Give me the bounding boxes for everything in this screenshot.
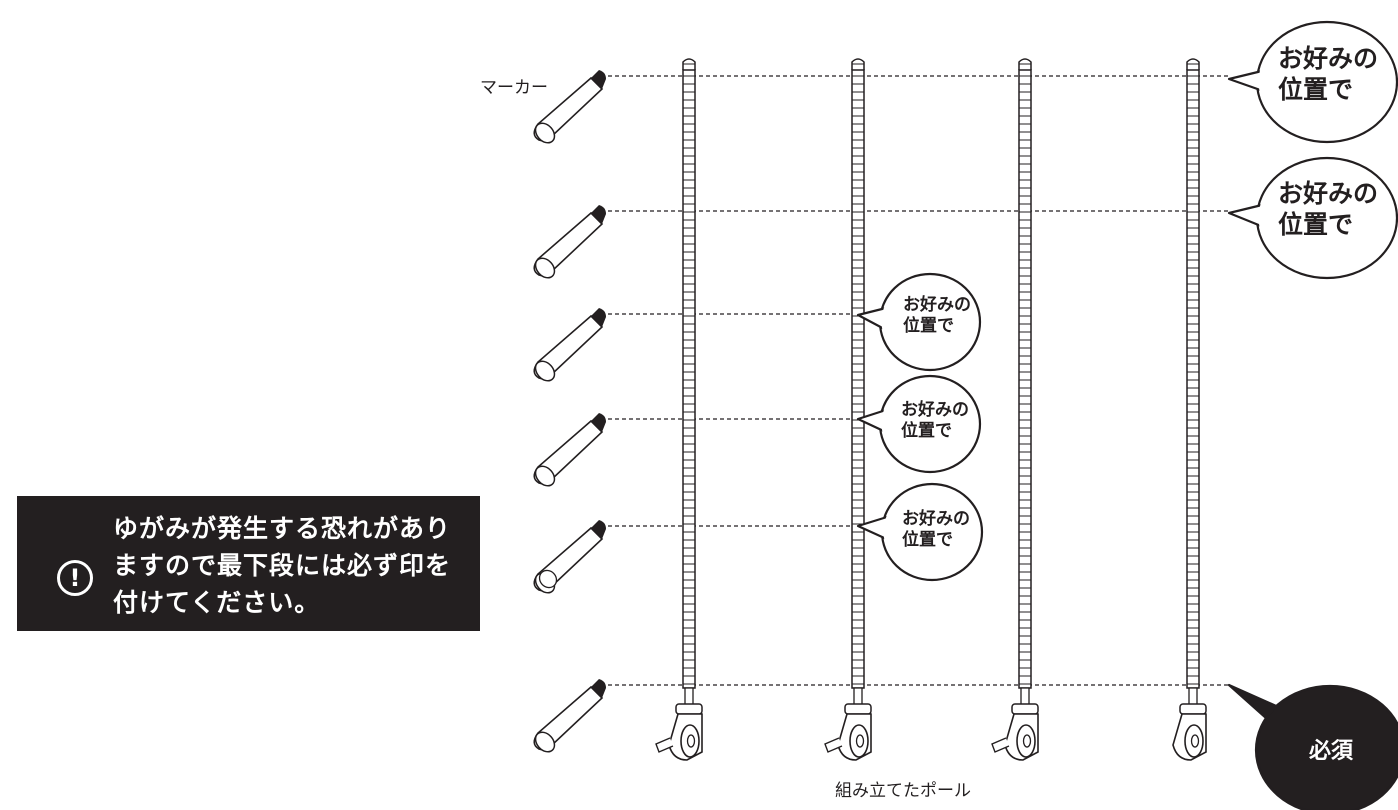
caster-hub <box>1190 734 1200 748</box>
marker-label: マーカー <box>480 78 548 98</box>
caster-mount <box>1011 703 1039 715</box>
marker-tip <box>591 413 606 432</box>
bubble-line2: 位置で <box>1278 75 1354 105</box>
bubble-text-top: お好みの 位置で <box>1278 43 1378 106</box>
bubble-fill <box>1257 687 1398 810</box>
pole-grooves <box>1187 70 1199 688</box>
bubble-line1: お好みの <box>901 400 969 420</box>
warning-box: ! ゆがみが発生する恐れがあり ますので最下段には必ず印を 付けてください。 <box>17 496 480 631</box>
marker <box>533 679 606 753</box>
pole <box>1172 58 1207 761</box>
warning-line: ゆがみが発生する恐れがあり <box>113 514 452 543</box>
marker <box>533 413 606 487</box>
marking-lines <box>608 75 1228 686</box>
speech-bubble-fourth <box>856 374 982 474</box>
bubble-text-fourth: お好みの 位置で <box>901 400 969 443</box>
caster-hub <box>1022 734 1032 748</box>
speech-bubble-fifth <box>856 482 984 582</box>
bubble-fill <box>883 485 981 579</box>
caster-hub <box>855 734 865 748</box>
pole <box>655 58 703 761</box>
marker-end <box>534 465 556 487</box>
caster-brake-pedal <box>824 737 843 753</box>
caster-mount <box>844 703 872 715</box>
pole-grooves <box>852 70 864 688</box>
bubble-line1: お好みの <box>1278 44 1379 73</box>
bubble-line1: お好みの <box>1278 179 1379 208</box>
marker-end <box>534 122 556 144</box>
speech-bubble-top <box>1227 20 1398 144</box>
bubble-fill <box>1258 23 1396 141</box>
markers <box>533 70 606 753</box>
required-label: 必須 <box>1308 739 1353 764</box>
marker-end <box>534 257 556 279</box>
warning-line: ますので最下段には必ず印を <box>113 551 452 580</box>
pole <box>991 58 1039 761</box>
marker-end <box>534 360 556 382</box>
caster-hub <box>686 734 696 748</box>
marker-cap-detail <box>538 569 558 589</box>
poles-caption: 組み立てたポール <box>835 781 971 801</box>
caster-brake-pedal <box>655 737 674 753</box>
bubble-line1: お好みの <box>902 509 970 529</box>
bubble-fill <box>881 377 979 471</box>
speech-bubble-third <box>856 272 982 372</box>
bubble-fill <box>1258 159 1396 277</box>
marker <box>533 205 606 279</box>
marker-tip <box>591 679 606 698</box>
marker-tip <box>591 308 606 327</box>
marker <box>533 520 606 594</box>
pole <box>824 58 872 761</box>
bubble-fill <box>881 275 979 369</box>
marker-tip <box>591 205 606 224</box>
caster-mount <box>675 703 703 715</box>
caster-brake-pedal <box>991 737 1010 753</box>
warning-line: 付けてください。 <box>113 588 321 617</box>
warning-text: ゆがみが発生する恐れがあり ますので最下段には必ず印を 付けてください。 <box>113 510 473 621</box>
bubble-line2: 位置で <box>903 316 954 337</box>
bubble-line2: 位置で <box>1278 210 1354 240</box>
caster-mount <box>1179 703 1207 715</box>
bubble-line2: 位置で <box>901 421 952 442</box>
bubble-line1: お好みの <box>903 295 971 315</box>
bubble-text-third: お好みの 位置で <box>903 295 971 338</box>
bubble-text-second: お好みの 位置で <box>1278 178 1378 241</box>
required-bubble <box>1227 683 1398 810</box>
pole-grooves <box>1019 70 1031 688</box>
speech-bubble-second <box>1227 156 1398 280</box>
speech-bubbles <box>856 20 1398 810</box>
bubble-line2: 位置で <box>902 530 953 551</box>
marker-tip <box>591 520 606 539</box>
marker <box>533 308 606 382</box>
marker-tip <box>591 70 606 89</box>
marker-end <box>534 731 556 753</box>
poles <box>655 58 1207 761</box>
marker <box>533 70 606 144</box>
pole-grooves <box>683 70 695 688</box>
exclamation-circle-icon: ! <box>57 560 93 596</box>
bubble-text-fifth: お好みの 位置で <box>902 509 970 552</box>
